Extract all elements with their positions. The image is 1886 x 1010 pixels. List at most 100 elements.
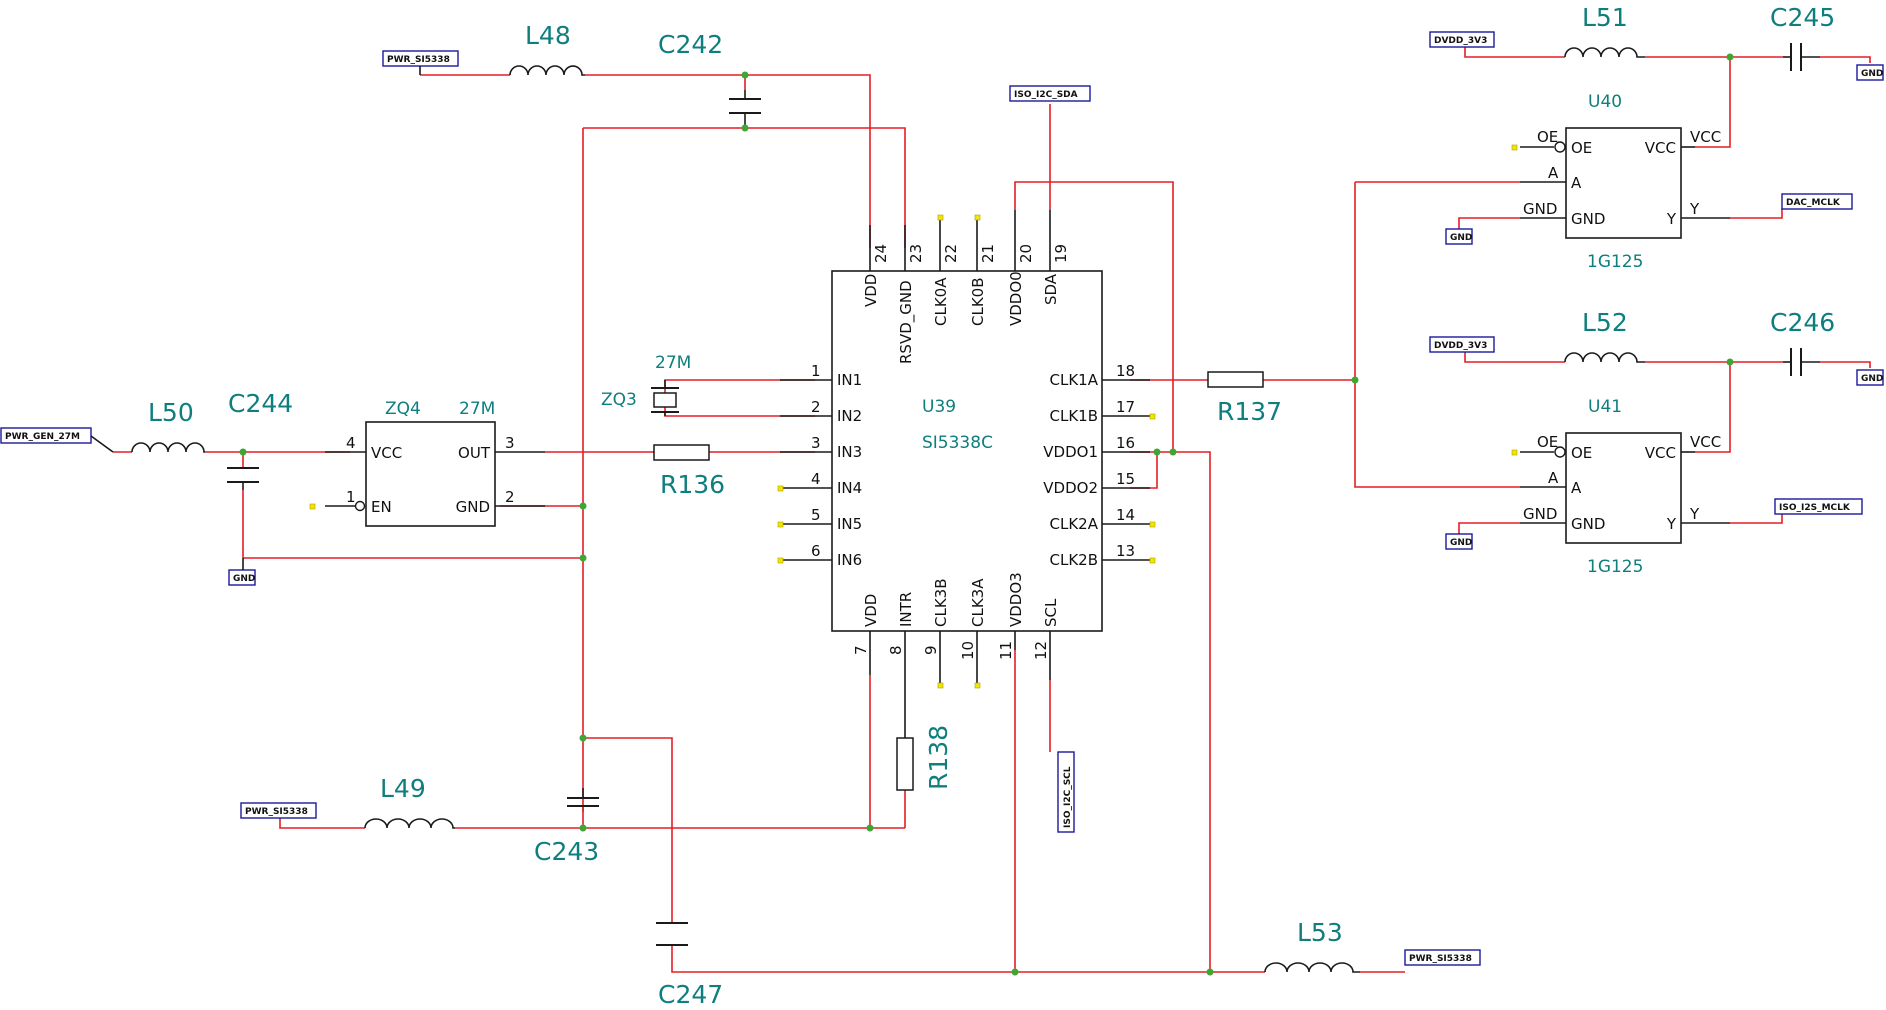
u39-pin-name: RSVD_GND <box>897 280 916 364</box>
r138-label: R138 <box>924 725 953 790</box>
inductor-l51: L51 <box>1564 3 1645 58</box>
inductors: L48 L49 L50 L51 L52 L53 <box>131 3 1645 973</box>
u39-pin-name: VDD <box>862 594 880 627</box>
u39-pin-name: CLK0B <box>969 277 987 326</box>
u39-right-leads <box>1102 379 1150 561</box>
u39-left-pins: IN1 IN2 IN3 IN4 IN5 IN6 1 2 3 4 5 6 <box>811 362 862 569</box>
u40-body <box>1565 127 1682 239</box>
u39-pin-name: SCL <box>1042 598 1060 627</box>
l50-label: L50 <box>148 398 194 427</box>
port-gnd-c245: GND <box>1856 64 1884 81</box>
zq4-pin-name: OUT <box>458 444 491 462</box>
port-label: GND <box>1861 69 1883 79</box>
u39-pin-number: 11 <box>997 641 1015 660</box>
nc-marker <box>974 682 981 689</box>
l53-label: L53 <box>1297 918 1343 947</box>
u39-top-leads <box>869 210 1051 271</box>
u39-pin-number: 15 <box>1116 470 1135 488</box>
u40-ext-label: A <box>1548 164 1559 182</box>
resistor-r137: R137 <box>1207 371 1282 426</box>
zq4-oscillator: VCC EN OUT GND 4 1 3 2 ZQ4 27M <box>325 399 545 527</box>
u40-pin-name: OE <box>1571 139 1592 157</box>
u39-pin-name: VDDO3 <box>1007 572 1025 627</box>
u41-pin-name: OE <box>1571 444 1592 462</box>
u39-pin-name: CLK2B <box>1049 551 1098 569</box>
u39-pin-name: VDDO0 <box>1007 271 1025 326</box>
u39-pin-name: CLK3B <box>932 578 950 627</box>
u41-ext-label: VCC <box>1690 433 1721 451</box>
port-dvdd-3v3-u41: DVDD_3V3 <box>1429 336 1495 353</box>
u39-pin-name: VDDO1 <box>1043 443 1098 461</box>
port-gnd-u41: GND <box>1445 533 1473 550</box>
u41-pin-name: A <box>1571 479 1582 497</box>
u39-pin-name: INTR <box>897 592 915 627</box>
zq4-pin-number: 2 <box>505 488 515 506</box>
zq4-pin-name: GND <box>456 498 490 516</box>
zq4-pin-number: 3 <box>505 434 515 452</box>
u40-ext-label: VCC <box>1690 128 1721 146</box>
u39-pin-number: 14 <box>1116 506 1135 524</box>
u39-value: SI5338C <box>922 433 993 453</box>
port-pwr-gen-27m: PWR_GEN_27M <box>0 427 114 453</box>
junction-dot <box>1351 376 1359 384</box>
u39-chip: IN1 IN2 IN3 IN4 IN5 IN6 1 2 3 4 5 6 CLK1… <box>780 210 1150 690</box>
u39-pin-number: 12 <box>1032 641 1050 660</box>
nc-marker <box>309 503 316 510</box>
u39-pin-number: 18 <box>1116 362 1135 380</box>
nc-marker <box>1511 144 1518 151</box>
u39-ref: U39 <box>922 397 956 417</box>
u41-pin-name: GND <box>1571 515 1605 533</box>
u41-pin-name: Y <box>1666 515 1677 533</box>
u39-top-pins: VDD RSVD_GND CLK0A CLK0B VDDO0 SDA 24 23… <box>862 244 1070 364</box>
u39-left-leads <box>780 379 832 561</box>
capacitors: C242 C243 C244 C245 C246 <box>227 3 1835 1009</box>
junctions <box>239 53 1734 976</box>
u39-bottom-pins: VDD INTR CLK3B CLK3A VDDO3 SCL 7 8 9 10 … <box>852 572 1060 660</box>
zq4-value: 27M <box>459 399 495 419</box>
c245-label: C245 <box>1770 3 1835 32</box>
port-label: GND <box>1450 538 1472 548</box>
u39-pin-name: IN2 <box>837 407 862 425</box>
port-iso-i2c-scl: ISO_I2C_SCL <box>1057 751 1075 833</box>
zq4-pin-name: EN <box>371 498 392 516</box>
port-label: GND <box>1861 374 1883 384</box>
u40-ref: U40 <box>1588 92 1622 112</box>
capacitor-c242: C242 <box>658 30 761 126</box>
u41-ext-label: Y <box>1689 505 1700 523</box>
nc-marker <box>1149 557 1156 564</box>
capacitor-c247: C247 <box>656 922 723 1009</box>
u40-buffer: OE A GND VCC Y OE A GND VCC Y U40 1G125 <box>1520 92 1730 272</box>
nc-marker <box>777 557 784 564</box>
inductor-l53: L53 <box>1264 918 1360 973</box>
nc-marker <box>777 521 784 528</box>
junction-dot <box>1169 448 1177 456</box>
port-label: ISO_I2C_SDA <box>1014 90 1078 100</box>
inductor-l49: L49 <box>364 774 455 829</box>
u39-pin-number: 20 <box>1017 244 1035 263</box>
c246-label: C246 <box>1770 308 1835 337</box>
c247-label: C247 <box>658 980 723 1009</box>
nc-marker <box>1149 521 1156 528</box>
u41-ext-label: A <box>1548 469 1559 487</box>
port-label: GND <box>233 574 255 584</box>
u39-pin-number: 9 <box>922 645 940 655</box>
no-connect-markers <box>309 144 1518 689</box>
junction-dot <box>579 824 587 832</box>
junction-dot <box>579 502 587 510</box>
u41-ext-label: GND <box>1523 505 1557 523</box>
port-dac-mclk: DAC_MCLK <box>1781 193 1853 210</box>
port-label: PWR_SI5338 <box>1409 954 1472 964</box>
port-dvdd-3v3-u40: DVDD_3V3 <box>1429 31 1495 48</box>
u40-ext-label: Y <box>1689 200 1700 218</box>
u39-pin-name: IN1 <box>837 371 862 389</box>
u39-pin-name: CLK3A <box>969 578 987 627</box>
junction-dot <box>579 734 587 742</box>
zq4-pin-number: 4 <box>346 434 356 452</box>
u39-bottom-leads <box>869 631 1051 690</box>
u40-pin-name: A <box>1571 174 1582 192</box>
u40-pin-name: GND <box>1571 210 1605 228</box>
u39-body <box>831 270 1103 632</box>
l48-label: L48 <box>525 21 571 50</box>
junction-dot <box>579 554 587 562</box>
u39-pin-name: IN3 <box>837 443 862 461</box>
